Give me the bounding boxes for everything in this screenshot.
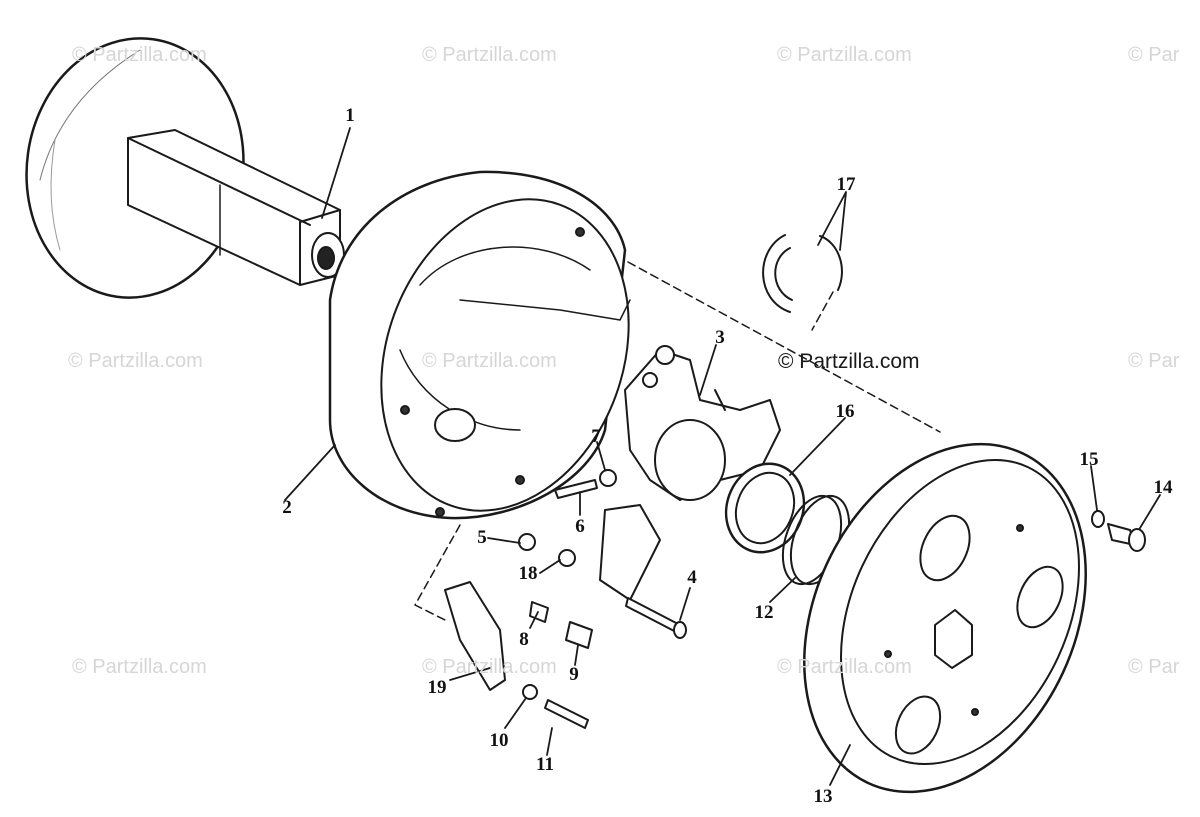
part-13-drum xyxy=(803,442,1087,794)
callout-9: 9 xyxy=(569,664,579,685)
part-14-bolt xyxy=(1107,523,1146,552)
callout-16: 16 xyxy=(835,401,855,422)
part-1-sheave-shaft xyxy=(25,37,345,299)
callout-2: 2 xyxy=(282,497,292,518)
callout-5: 5 xyxy=(477,527,487,548)
part-7-nut xyxy=(599,469,617,487)
watermark: © Partzilla.com xyxy=(777,44,912,66)
part-17-snap-ring xyxy=(762,234,843,313)
callout-19: 19 xyxy=(427,677,447,698)
part-19-bracket xyxy=(444,581,506,691)
callout-4: 4 xyxy=(687,567,697,588)
part-15-washer xyxy=(1091,510,1105,528)
watermark: © Partzilla.com xyxy=(68,350,203,372)
callout-1: 1 xyxy=(345,105,355,126)
leader-lines xyxy=(284,127,1161,786)
part-9-bushing xyxy=(565,621,593,649)
callout-12: 12 xyxy=(754,602,774,623)
watermark: © Partzilla.com xyxy=(72,44,207,66)
part-10-washer xyxy=(522,684,538,700)
watermark: © Par xyxy=(1128,656,1180,678)
callout-8: 8 xyxy=(519,629,529,650)
part-3-weight-assembly xyxy=(599,345,781,601)
watermark: © Partzilla.com xyxy=(422,44,557,66)
callout-6: 6 xyxy=(575,516,585,537)
callout-17: 17 xyxy=(836,174,856,195)
part-11-screw xyxy=(544,699,589,729)
callout-3: 3 xyxy=(715,327,725,348)
callout-14: 14 xyxy=(1153,477,1173,498)
watermark: © Partzilla.com xyxy=(777,656,912,678)
part-4-bolt xyxy=(625,597,687,639)
watermark: © Partzilla.com xyxy=(72,656,207,678)
callout-13: 13 xyxy=(813,786,833,807)
callout-18: 18 xyxy=(518,563,538,584)
watermark: © Partzilla.com xyxy=(778,350,920,373)
part-18-washer xyxy=(558,549,576,567)
part-5-nut xyxy=(518,533,536,551)
callout-10: 10 xyxy=(489,730,509,751)
watermark: © Partzilla.com xyxy=(422,656,557,678)
watermark: © Par xyxy=(1128,350,1180,372)
callout-7: 7 xyxy=(591,426,601,447)
watermark: © Partzilla.com xyxy=(422,350,557,372)
part-8-pin xyxy=(529,601,549,623)
callout-15: 15 xyxy=(1079,449,1099,470)
watermark: © Par xyxy=(1128,44,1180,66)
assembly-lines xyxy=(414,261,941,621)
callout-11: 11 xyxy=(536,754,554,775)
part-6-screw xyxy=(554,479,598,499)
part-2-drum-housing xyxy=(328,170,631,520)
